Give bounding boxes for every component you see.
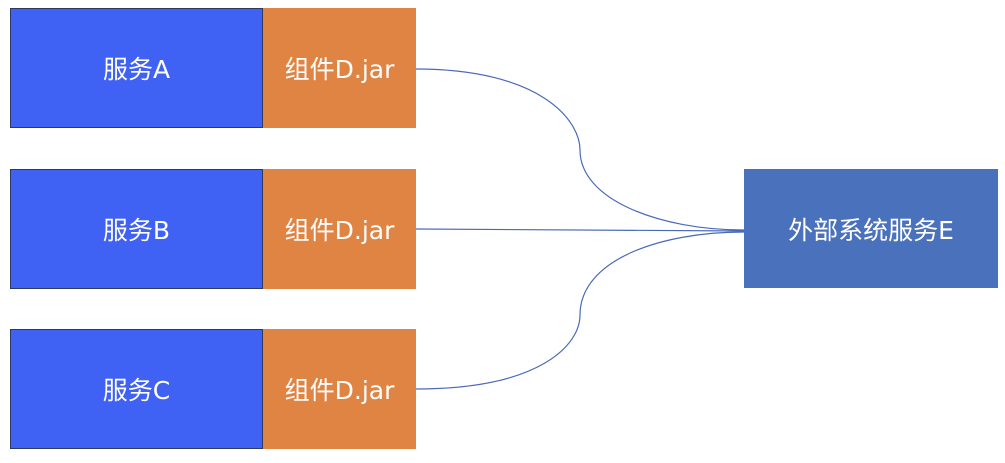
service-c-component-label: 组件D.jar [284,376,395,405]
connector-c-to-e [415,231,745,390]
external-service-e-label: 外部系统服务E [788,215,954,245]
service-a-box: 服务A [10,8,263,128]
service-b-component-box: 组件D.jar [263,169,416,289]
service-b-component-label: 组件D.jar [284,216,395,245]
service-a-component-box: 组件D.jar [263,8,416,128]
service-c-label: 服务C [102,376,171,405]
connector-b-to-e [415,228,745,232]
service-a-component-label: 组件D.jar [284,55,395,84]
external-service-e-box: 外部系统服务E [744,169,998,288]
service-a-label: 服务A [102,55,171,84]
service-c-box: 服务C [10,329,263,449]
service-b-label: 服务B [102,216,171,245]
connector-a-to-e [415,68,745,231]
service-b-box: 服务B [10,169,263,289]
service-c-component-box: 组件D.jar [263,329,416,449]
